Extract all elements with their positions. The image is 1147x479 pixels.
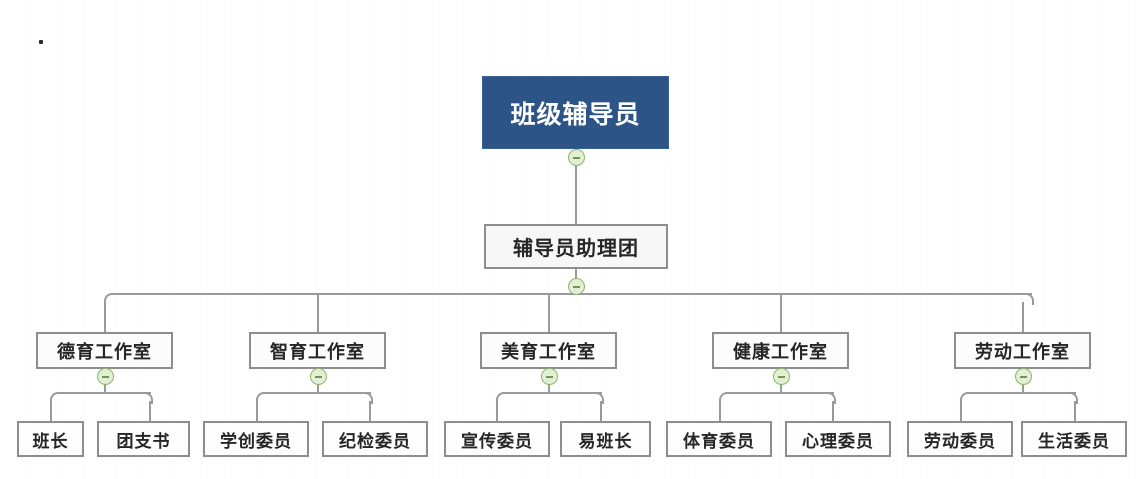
node-label: 智育工作室 (270, 341, 365, 362)
connector-drop-studio-4 (780, 293, 782, 333)
page-corner-mark (39, 40, 43, 44)
node-label: 纪检委员 (339, 431, 411, 451)
node-label: 体育委员 (683, 431, 755, 451)
connector-studio-3-left-elbow (496, 392, 508, 404)
connector-bus-right-elbow (1022, 293, 1034, 305)
node-label: 生活委员 (1038, 431, 1110, 451)
connector-studio-2-left-elbow (256, 392, 268, 404)
collapse-minus-icon-studio-4[interactable] (773, 368, 790, 385)
node-label: 团支书 (116, 431, 171, 451)
connector-studio-1-right-elbow (141, 392, 153, 404)
node-studio-labor[interactable]: 劳动工作室 (954, 332, 1091, 369)
collapse-minus-icon-studio-1[interactable] (97, 368, 114, 385)
node-label: 劳动委员 (924, 431, 996, 451)
minus-glyph (778, 375, 785, 378)
node-studio-aesthetic-education[interactable]: 美育工作室 (480, 332, 617, 369)
connector-studio-4-bus (727, 392, 834, 394)
node-label: 健康工作室 (733, 341, 828, 362)
node-role-discipline-officer[interactable]: 纪检委员 (322, 421, 428, 457)
connector-drop-studio-1 (104, 302, 106, 333)
connector-leaf-drop-5 (496, 401, 498, 422)
node-role-class-monitor[interactable]: 班长 (17, 421, 84, 457)
node-studio-intellectual-education[interactable]: 智育工作室 (249, 332, 386, 369)
connector-studio-3-right-elbow (592, 392, 604, 404)
connector-leaf-drop-4 (369, 401, 371, 422)
node-class-counselor[interactable]: 班级辅导员 (482, 76, 669, 149)
minus-glyph (1020, 375, 1027, 378)
node-role-labor-officer[interactable]: 劳动委员 (907, 421, 1013, 457)
node-role-life-officer[interactable]: 生活委员 (1021, 421, 1127, 457)
node-label: 班级辅导员 (510, 100, 641, 129)
node-studio-health[interactable]: 健康工作室 (712, 332, 849, 369)
collapse-minus-icon-studio-5[interactable] (1015, 368, 1032, 385)
connector-root-to-assistant (575, 149, 577, 224)
node-label: 辅导员助理团 (513, 238, 639, 260)
connector-studio-2-right-elbow (361, 392, 373, 404)
node-label: 德育工作室 (57, 341, 152, 362)
node-label: 学创委员 (220, 431, 292, 451)
node-label: 劳动工作室 (975, 341, 1070, 362)
connector-leaf-drop-8 (832, 401, 834, 422)
node-label: 宣传委员 (461, 431, 533, 451)
connector-drop-studio-2 (317, 293, 319, 333)
minus-glyph (573, 156, 580, 159)
connector-studio-4-right-elbow (824, 392, 836, 404)
minus-glyph (573, 285, 580, 288)
collapse-minus-icon-studio-3[interactable] (541, 368, 558, 385)
node-label: 美育工作室 (501, 341, 596, 362)
node-label: 易班长 (578, 431, 633, 451)
connector-leaf-drop-10 (1074, 401, 1076, 422)
minus-glyph (102, 375, 109, 378)
node-label: 心理委员 (802, 431, 874, 451)
node-label: 班长 (32, 431, 69, 451)
connector-leaf-drop-1 (50, 401, 52, 422)
node-role-sports-officer[interactable]: 体育委员 (666, 421, 772, 457)
connector-studio-3-bus (504, 392, 602, 394)
connector-drop-studio-5 (1022, 302, 1024, 333)
connector-studio-5-right-elbow (1066, 392, 1078, 404)
connector-leaf-drop-7 (719, 401, 721, 422)
connector-leaf-drop-2 (149, 401, 151, 422)
connector-studio-4-left-elbow (719, 392, 731, 404)
node-role-publicity-officer[interactable]: 宣传委员 (444, 421, 550, 457)
connector-studio-2-bus (264, 392, 371, 394)
node-counselor-assistant-team[interactable]: 辅导员助理团 (484, 224, 668, 269)
connector-drop-studio-3 (548, 293, 550, 333)
connector-studio-1-left-elbow (50, 392, 62, 404)
node-role-yiban-monitor[interactable]: 易班长 (560, 421, 651, 457)
node-role-psychology-officer[interactable]: 心理委员 (785, 421, 891, 457)
collapse-minus-icon-studio-2[interactable] (310, 368, 327, 385)
collapse-minus-icon-assistant[interactable] (568, 278, 585, 295)
connector-leaf-drop-9 (960, 401, 962, 422)
node-studio-moral-education[interactable]: 德育工作室 (36, 332, 173, 369)
connector-studio-5-bus (968, 392, 1076, 394)
connector-bus-left-elbow (104, 293, 116, 305)
node-role-study-innovation-officer[interactable]: 学创委员 (203, 421, 309, 457)
connector-leaf-drop-6 (600, 401, 602, 422)
minus-glyph (315, 375, 322, 378)
connector-studio-5-left-elbow (960, 392, 972, 404)
connector-leaf-drop-3 (256, 401, 258, 422)
node-role-league-branch-secretary[interactable]: 团支书 (97, 421, 190, 457)
connector-studio-1-bus (58, 392, 151, 394)
collapse-minus-icon-root[interactable] (568, 149, 585, 166)
minus-glyph (546, 375, 553, 378)
